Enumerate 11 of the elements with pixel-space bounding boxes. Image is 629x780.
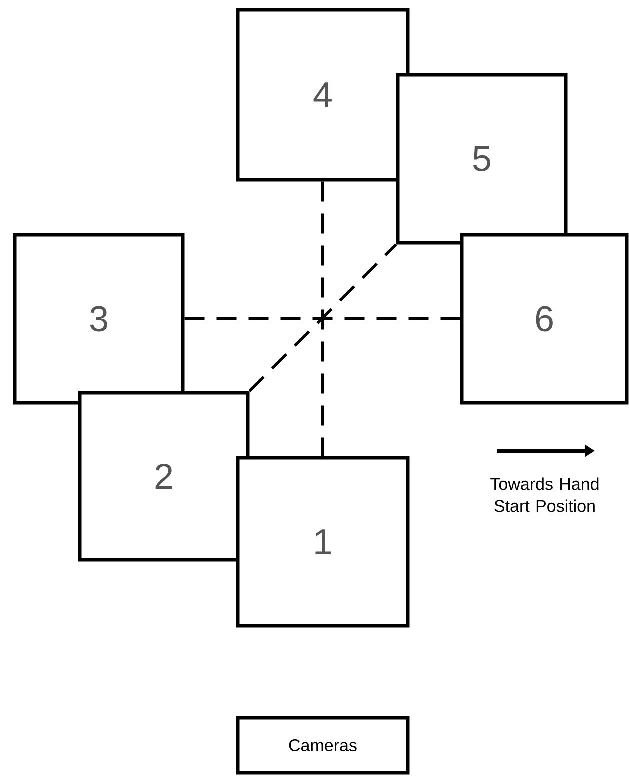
numbered-square: 6 — [460, 233, 629, 405]
numbered-square: 2 — [78, 391, 250, 562]
label-box: Cameras — [236, 716, 410, 775]
numbered-square: 1 — [236, 456, 410, 628]
numbered-square: 5 — [396, 73, 568, 245]
dashed-line — [184, 318, 460, 320]
numbered-square: 4 — [236, 8, 410, 182]
caption-text: Towards Hand Start Position — [490, 478, 599, 512]
numbered-square: 3 — [13, 233, 185, 405]
dashed-line — [322, 182, 324, 456]
dashed-line — [248, 244, 398, 392]
